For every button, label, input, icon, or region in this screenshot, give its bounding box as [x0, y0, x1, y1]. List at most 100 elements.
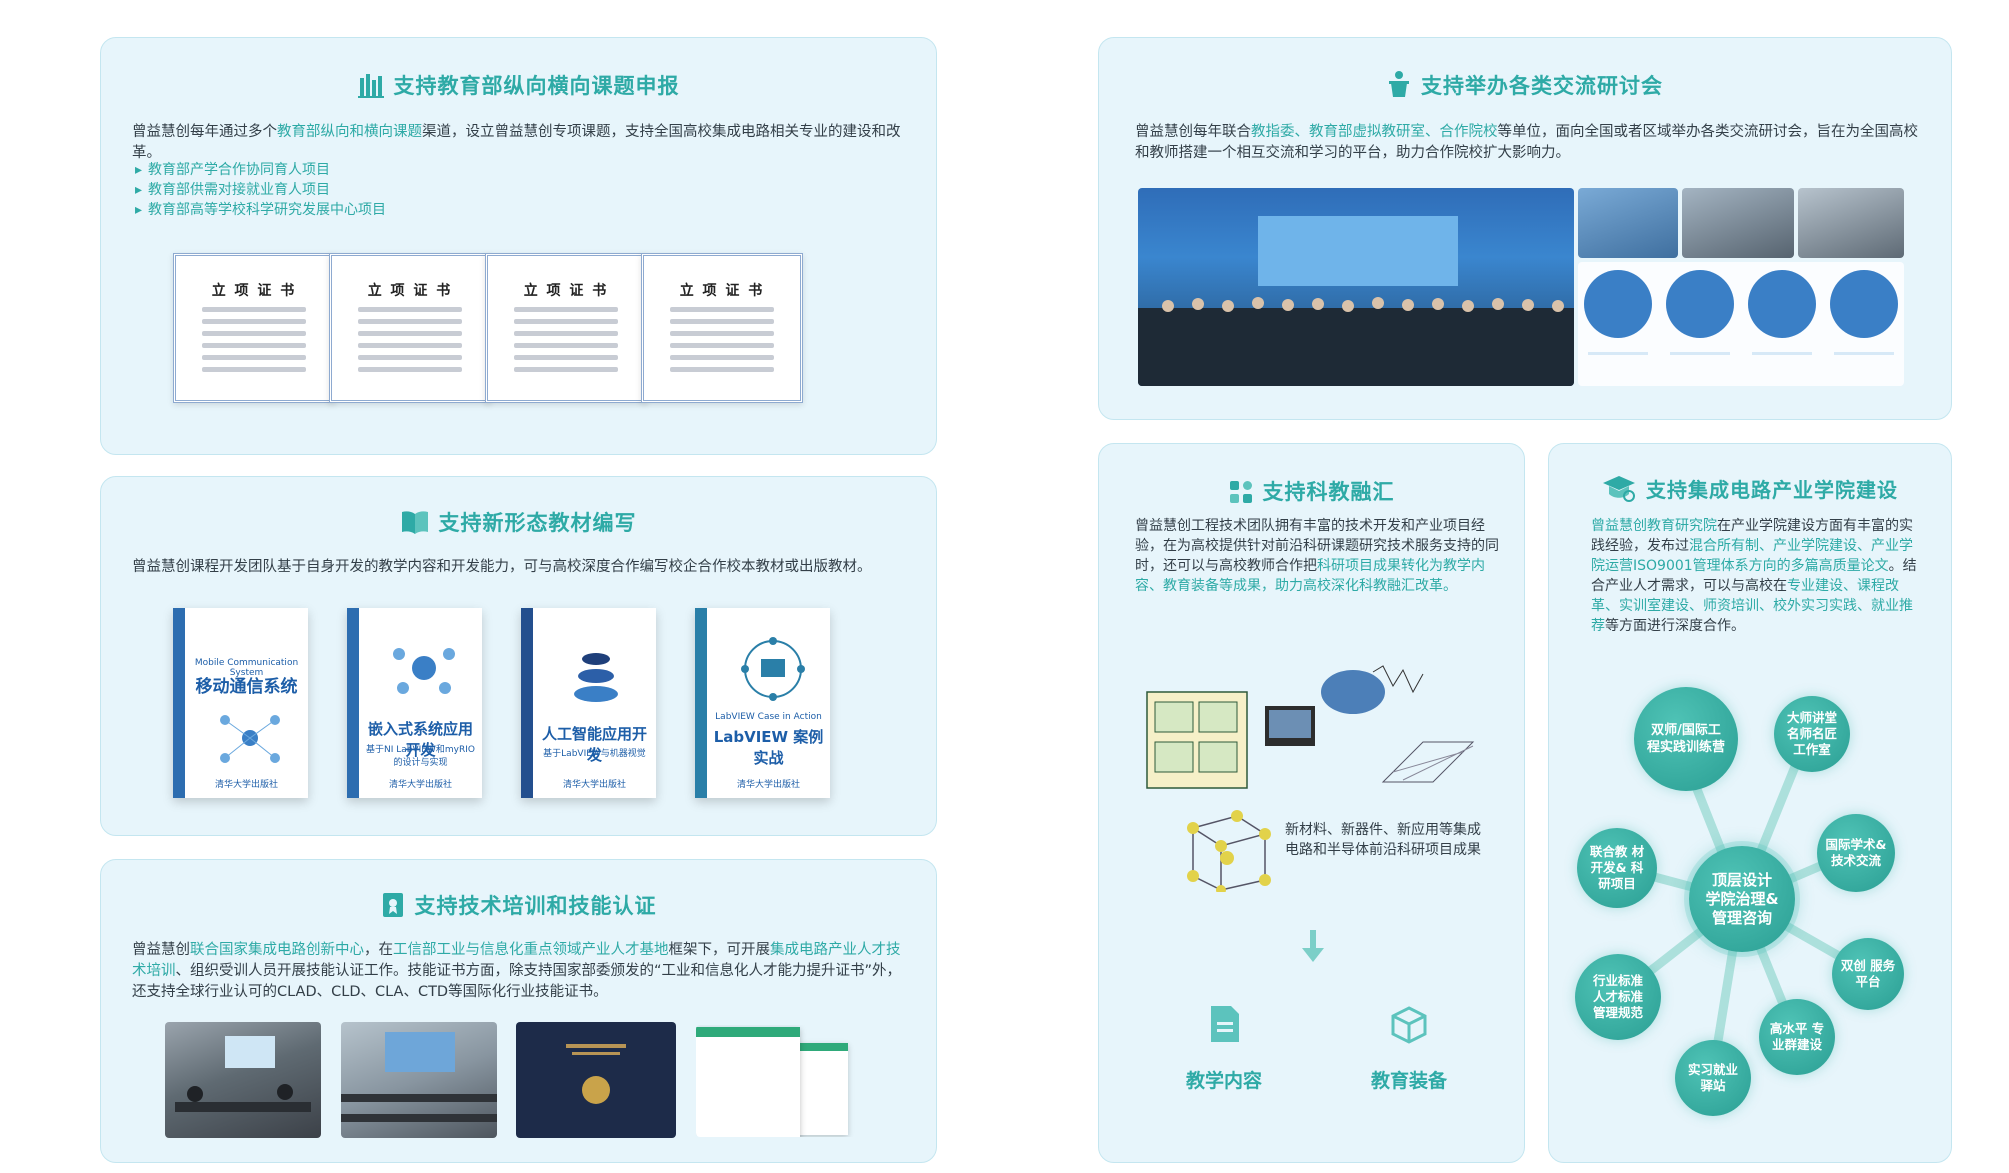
certificate-image: 立 项 证 书: [329, 253, 491, 403]
certificate-image: 立 项 证 书: [173, 253, 335, 403]
book-cover: 人工智能应用开发 基于LabVIEW与机器视觉 清华大学出版社: [521, 608, 656, 798]
text-highlight: 工信部工业与信息化重点领域产业人才基地: [393, 942, 669, 958]
panel-description: 曾益慧创课程开发团队基于自身开发的教学内容和开发能力，可与高校深度合作编写校企合…: [132, 559, 872, 575]
book-title: LabVIEW 案例实战: [713, 728, 824, 767]
seminar-audience-photo: [1682, 188, 1794, 258]
publisher: 清华大学出版社: [214, 780, 278, 790]
node-academic-exchange: 国际学术& 技术交流: [1817, 814, 1895, 892]
book-cover: 嵌入式系统应用开发 基于NI LabVIEW和myRIO的设计与实现 清华大学出…: [347, 608, 482, 798]
equipment-cube-icon: [1391, 1006, 1427, 1044]
title-text: 支持集成电路产业学院建设: [1646, 478, 1898, 502]
publisher: 清华大学出版社: [736, 780, 800, 790]
text-part: 在产业学院建设方面有丰富的实践经验，发布过: [1591, 518, 1913, 554]
title-text: 支持技术培训和技能认证: [414, 894, 657, 918]
output-label-content: 教学内容: [1185, 1070, 1262, 1092]
text-highlight: 混合所有制、产业学院建设、产业学院运营ISO9001管理体系方向的多篇高质量论文: [1591, 538, 1913, 574]
document-icon: [1211, 1006, 1239, 1042]
book-subtitle: 基于LabVIEW与机器视觉: [543, 749, 646, 759]
book-title: 人工智能应用开发: [541, 725, 647, 764]
bullet-list: 教育部产学合作协同育人项目 教育部供需对接就业育人项目 教育部高等学校科学研究发…: [135, 160, 386, 220]
panel-description: 曾益慧创每年通过多个教育部纵向和横向课题渠道，设立曾益慧创专项课题，支持全国高校…: [132, 122, 922, 164]
list-item: 教育部高等学校科学研究发展中心项目: [135, 200, 386, 220]
text-highlight: 联合国家集成电路创新中心: [190, 942, 364, 958]
book-subtitle: 基于NI LabVIEW和myRIO的设计与实现: [366, 745, 475, 768]
college-network-lines: [1612, 727, 1872, 1083]
panel-research: 支持科教融汇 曾益慧创工程技术团队拥有丰富的技术开发和产业项目经验，在为高校提供…: [1098, 443, 1525, 1163]
node-internship-station: 实习就业 驿站: [1675, 1040, 1751, 1116]
panel-title: 支持举办各类交流研讨会: [1099, 70, 1951, 103]
speaker-podium-icon: [1387, 70, 1411, 103]
text-highlight: 教育部纵向和横向课题: [277, 124, 422, 140]
text-highlight: 专业建设、课程改革、实训室建设、师资培训、校外实习实践、就业推荐: [1591, 578, 1913, 634]
book-cover: LabVIEW Case in Action LabVIEW 案例实战 清华大学…: [695, 608, 830, 798]
certificate-title: 立 项 证 书: [523, 283, 609, 299]
text-part: 。结合产业人才需求，可以与高校在: [1591, 558, 1917, 594]
panel-seminar: 支持举办各类交流研讨会 曾益慧创每年联合教指委、教育部虚拟教研室、合作院校等单位…: [1098, 37, 1952, 420]
publisher: 清华大学出版社: [562, 780, 626, 790]
seminar-group-photo: [1138, 188, 1574, 386]
list-item: 教育部产学合作协同育人项目: [135, 160, 386, 180]
panel-title: 支持教育部纵向横向课题申报: [101, 70, 936, 103]
text-part: 曾益慧创工程技术团队拥有丰富的技术开发和产业项目经验，在为高校提供针对前沿科研课…: [1135, 518, 1499, 574]
text-part: 渠道，设立曾益慧创专项课题，支持全国高校集成电路相关专业的建设和改革。: [132, 124, 901, 161]
title-text: 支持科教融汇: [1262, 480, 1395, 504]
title-text: 支持新形态教材编写: [438, 511, 637, 535]
text-part: 框架下，可开展: [668, 942, 771, 958]
panel-textbook: 支持新形态教材编写 曾益慧创课程开发团队基于自身开发的教学内容和开发能力，可与高…: [100, 476, 937, 836]
text-part: 、组织受训人员开展技能认证工作。技能证书方面，除支持国家部委颁发的“工业和信息化…: [132, 963, 902, 1000]
panel-description: 曾益慧创工程技术团队拥有丰富的技术开发和产业项目经验，在为高校提供针对前沿科研课…: [1135, 516, 1499, 596]
text-highlight: 科研项目成果转化为教学内容、教育装备等成果，助力高校深化科教融汇改革。: [1135, 558, 1485, 594]
node-practice-camp: 双师/国际工程实践训练营: [1634, 687, 1738, 791]
crystal-lattice-icon: [1187, 810, 1271, 892]
text-highlight: 教指委、教育部虚拟教研室、合作院校: [1251, 124, 1498, 140]
certificate-icon: [381, 892, 405, 923]
books-icon: [357, 72, 384, 103]
text-highlight: 曾益慧创教育研究院: [1591, 518, 1717, 534]
panel-description: 曾益慧创每年联合教指委、教育部虚拟教研室、合作院校等单位，面向全国或者区域举办各…: [1135, 122, 1925, 164]
book-subtitle: Mobile Communication System: [194, 658, 299, 678]
title-text: 支持举办各类交流研讨会: [1421, 74, 1663, 98]
node-joint-textbook: 联合教 材开发& 科研项目: [1577, 828, 1657, 908]
training-photo: [165, 1022, 321, 1138]
blocks-icon: [1229, 480, 1253, 509]
node-innovation-platform: 双创 服务平台: [1832, 938, 1904, 1010]
panel-title: 支持科教融汇: [1099, 476, 1524, 509]
text-part: ，在: [364, 942, 393, 958]
text-part: 等单位，面向全国或者区域举办各类交流研讨会，旨在为全国高校和教师搭建一个相互交流…: [1135, 124, 1918, 161]
panel-description: 曾益慧创教育研究院在产业学院建设方面有丰富的实践经验，发布过混合所有制、产业学院…: [1591, 516, 1917, 636]
gear-cluster-icon: [393, 648, 455, 694]
book-cover: Mobile Communication System 移动通信系统 清华大学出…: [173, 608, 308, 798]
graduation-cap-icon: [1602, 474, 1636, 507]
certificate-image: 立 项 证 书: [485, 253, 647, 403]
panel-ministry: 支持教育部纵向横向课题申报 曾益慧创每年通过多个教育部纵向和横向课题渠道，设立曾…: [100, 37, 937, 455]
stack-icon: [574, 653, 618, 702]
node-major-cluster: 高水平 专业群建设: [1759, 999, 1835, 1075]
panel-title: 支持集成电路产业学院建设: [1549, 474, 1951, 507]
certificate-image: 立 项 证 书: [641, 253, 803, 403]
arrow-down-icon: [1302, 930, 1324, 962]
network-icon: [220, 715, 280, 763]
certificate-title: 立 项 证 书: [211, 283, 297, 299]
research-illustration: [1146, 665, 1475, 789]
panel-description: 曾益慧创联合国家集成电路创新中心，在工信部工业与信息化重点领域产业人才基地框架下…: [132, 940, 912, 1003]
text-part: 曾益慧创: [132, 942, 190, 958]
device-wheel-icon: [741, 637, 805, 701]
text-part: 曾益慧创每年联合: [1135, 124, 1251, 140]
speaker-portraits: [1578, 262, 1904, 386]
node-center-top-design: 顶层设计 学院治理& 管理咨询: [1689, 846, 1795, 952]
panel-title: 支持新形态教材编写: [101, 507, 936, 540]
node-industry-standards: 行业标准 人才标准 管理规范: [1575, 954, 1661, 1040]
materials-text: 新材料、新器件、新应用等集成电路和半导体前沿科研项目成果: [1285, 822, 1481, 858]
certificate-photo: [516, 1022, 676, 1138]
book-subtitle: LabVIEW Case in Action: [715, 712, 822, 722]
certificate-title: 立 项 证 书: [367, 283, 453, 299]
seminar-speaker-photo: [1578, 188, 1678, 258]
panel-title: 支持技术培训和技能认证: [101, 890, 936, 923]
publisher: 清华大学出版社: [388, 780, 452, 790]
text-part: 等方面进行深度合作。: [1605, 618, 1745, 634]
title-text: 支持教育部纵向横向课题申报: [393, 74, 680, 98]
text-part: 曾益慧创每年通过多个: [132, 124, 277, 140]
panel-college: 支持集成电路产业学院建设 曾益慧创教育研究院在产业学院建设方面有丰富的实践经验，…: [1548, 443, 1952, 1163]
list-item: 教育部供需对接就业育人项目: [135, 180, 386, 200]
certificate-title: 立 项 证 书: [679, 283, 765, 299]
